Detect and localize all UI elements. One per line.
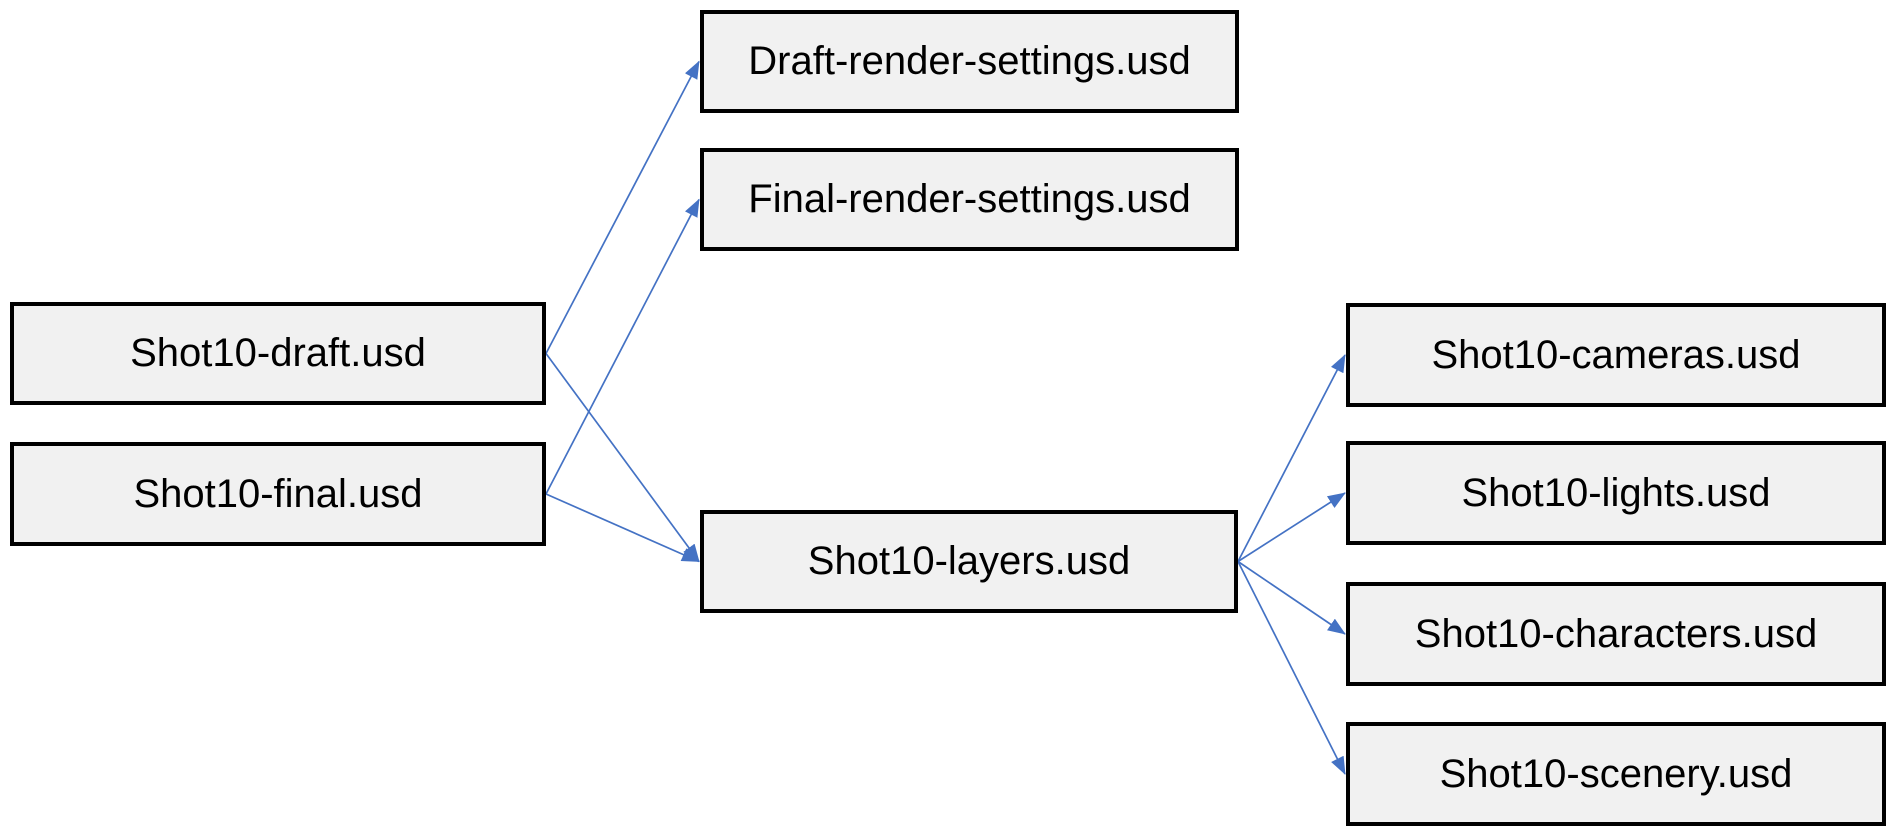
node-label-draft-render-settings: Draft-render-settings.usd (748, 39, 1191, 83)
node-draft-render-settings: Draft-render-settings.usd (700, 10, 1239, 113)
edge-arrow-shot10-layers-to-shot10-cameras (1237, 354, 1346, 562)
edge-arrow-shot10-draft-to-draft-render-settings (545, 60, 700, 354)
node-shot10-lights: Shot10-lights.usd (1346, 441, 1886, 545)
node-final-render-settings: Final-render-settings.usd (700, 148, 1239, 251)
node-label-shot10-draft: Shot10-draft.usd (130, 331, 426, 375)
edge-arrow-shot10-layers-to-shot10-lights (1237, 492, 1346, 563)
edge-arrow-shot10-layers-to-shot10-scenery (1237, 561, 1346, 775)
edge-arrow-shot10-final-to-shot10-layers (545, 493, 700, 563)
node-label-shot10-cameras: Shot10-cameras.usd (1431, 332, 1801, 377)
node-label-final-render-settings: Final-render-settings.usd (748, 177, 1191, 221)
node-shot10-cameras: Shot10-cameras.usd (1346, 303, 1886, 407)
node-label-shot10-lights: Shot10-lights.usd (1461, 470, 1771, 515)
node-shot10-final: Shot10-final.usd (10, 442, 546, 546)
node-shot10-characters: Shot10-characters.usd (1346, 582, 1886, 686)
node-label-shot10-layers: Shot10-layers.usd (807, 539, 1131, 583)
edge-arrow-shot10-final-to-final-render-settings (545, 198, 700, 495)
node-label-shot10-characters: Shot10-characters.usd (1414, 611, 1818, 656)
edge-arrow-shot10-draft-to-shot10-layers (545, 352, 700, 563)
edge-arrow-shot10-layers-to-shot10-characters (1237, 560, 1346, 635)
node-label-shot10-final: Shot10-final.usd (133, 471, 423, 516)
node-shot10-layers: Shot10-layers.usd (700, 510, 1238, 613)
node-shot10-scenery: Shot10-scenery.usd (1346, 722, 1886, 826)
node-shot10-draft: Shot10-draft.usd (10, 302, 546, 405)
node-label-shot10-scenery: Shot10-scenery.usd (1439, 751, 1793, 796)
